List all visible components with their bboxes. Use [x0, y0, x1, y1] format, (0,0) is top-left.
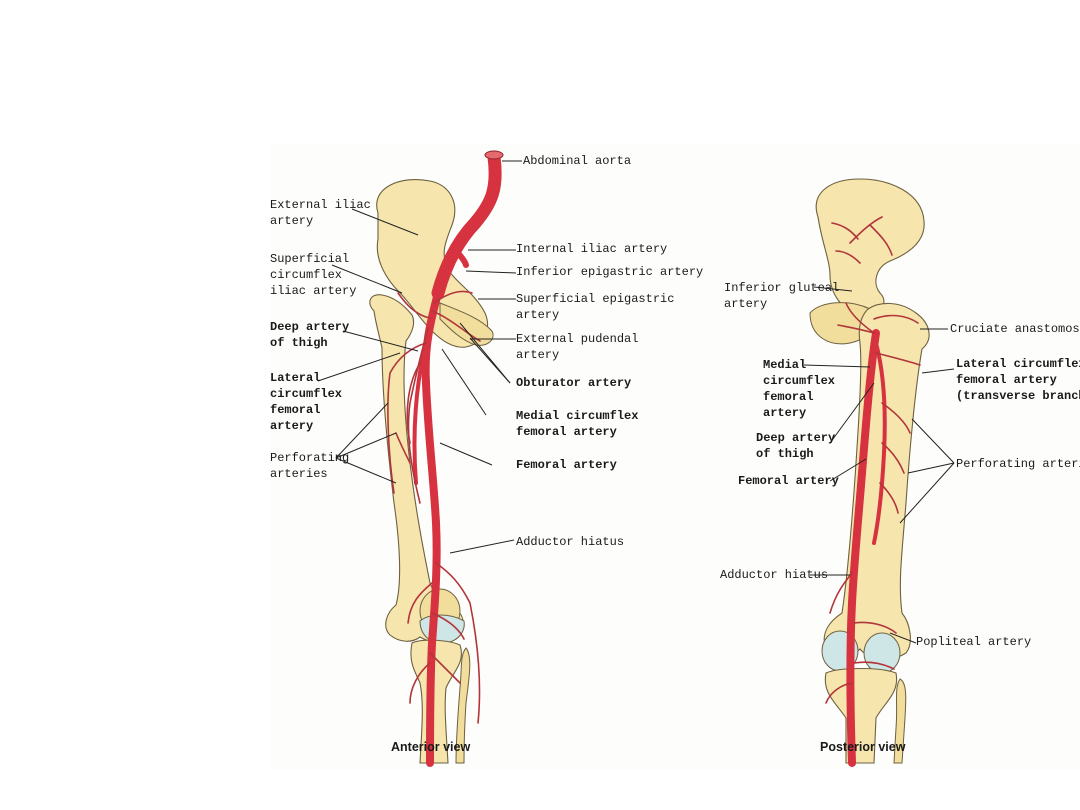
label-lateral-circumflex-femoral-artery-anterior: Lateral circumflex femoral artery: [270, 371, 343, 433]
anterior-internal-iliac: [451, 244, 469, 268]
label-femoral-artery-posterior: Femoral artery: [738, 474, 839, 488]
anterior-abdominal-aorta: [431, 150, 502, 300]
label-abdominal-aorta: Abdominal aorta: [523, 154, 632, 168]
aorta-opening: [484, 150, 504, 160]
anterior-pubis: [439, 302, 494, 346]
posterior-tibia: [824, 668, 898, 764]
posterior-ilium: [815, 178, 925, 316]
label-inferior-gluteal-artery: Inferior gluteal artery: [724, 281, 840, 311]
label-perforating-arteries-posterior: Perforating arteries: [956, 457, 1080, 471]
posterior-femoral-artery: [846, 329, 880, 767]
label-deep-artery-of-thigh-posterior: Deep artery of thigh: [756, 431, 836, 461]
label-medial-circumflex-femoral-artery-posterior: Medial circumflex femoral artery: [763, 358, 836, 420]
label-adductor-hiatus-anterior: Adductor hiatus: [516, 535, 625, 549]
label-popliteal-artery: Popliteal artery: [916, 635, 1032, 649]
label-inferior-epigastric-artery: Inferior epigastric artery: [516, 265, 704, 279]
posterior-lateral-condyle-cartilage: [863, 632, 901, 674]
figure-panel: Abdominal aorta External iliac artery Su…: [270, 143, 1080, 770]
label-cruciate-anastomosis: Cruciate anastomosis: [950, 322, 1080, 336]
anterior-fibula: [455, 647, 471, 764]
posterior-deep-artery: [872, 341, 887, 545]
artery-illustration: [317, 150, 955, 767]
label-deep-artery-of-thigh-anterior: Deep artery of thigh: [270, 320, 350, 350]
label-superficial-circumflex-iliac-artery: Superficial circumflex iliac artery: [270, 252, 357, 298]
label-femoral-artery-anterior: Femoral artery: [516, 458, 617, 472]
label-medial-circumflex-femoral-artery-anterior: Medial circumflex femoral artery: [516, 409, 639, 439]
caption-anterior-view: Anterior view: [391, 740, 471, 754]
posterior-fibula: [893, 678, 907, 764]
label-superficial-epigastric-artery: Superficial epigastric artery: [516, 292, 675, 322]
anterior-illustration: [317, 150, 522, 767]
label-external-iliac-artery: External iliac artery: [270, 198, 371, 228]
label-perforating-arteries-anterior: Perforating arteries: [270, 451, 350, 481]
anterior-femoral-artery: [421, 289, 442, 767]
anterior-deep-artery: [412, 341, 428, 485]
posterior-illustration: [803, 178, 955, 767]
label-lateral-circumflex-femoral-artery-transverse: Lateral circumflex femoral artery (trans…: [956, 357, 1080, 403]
label-adductor-hiatus-posterior: Adductor hiatus: [720, 568, 829, 582]
label-external-pudendal-artery: External pudendal artery: [516, 332, 639, 362]
caption-posterior-view: Posterior view: [820, 740, 906, 754]
anterior-hip-bone: [376, 179, 489, 348]
label-internal-iliac-artery: Internal iliac artery: [516, 242, 668, 256]
label-obturator-artery: Obturator artery: [516, 376, 632, 390]
